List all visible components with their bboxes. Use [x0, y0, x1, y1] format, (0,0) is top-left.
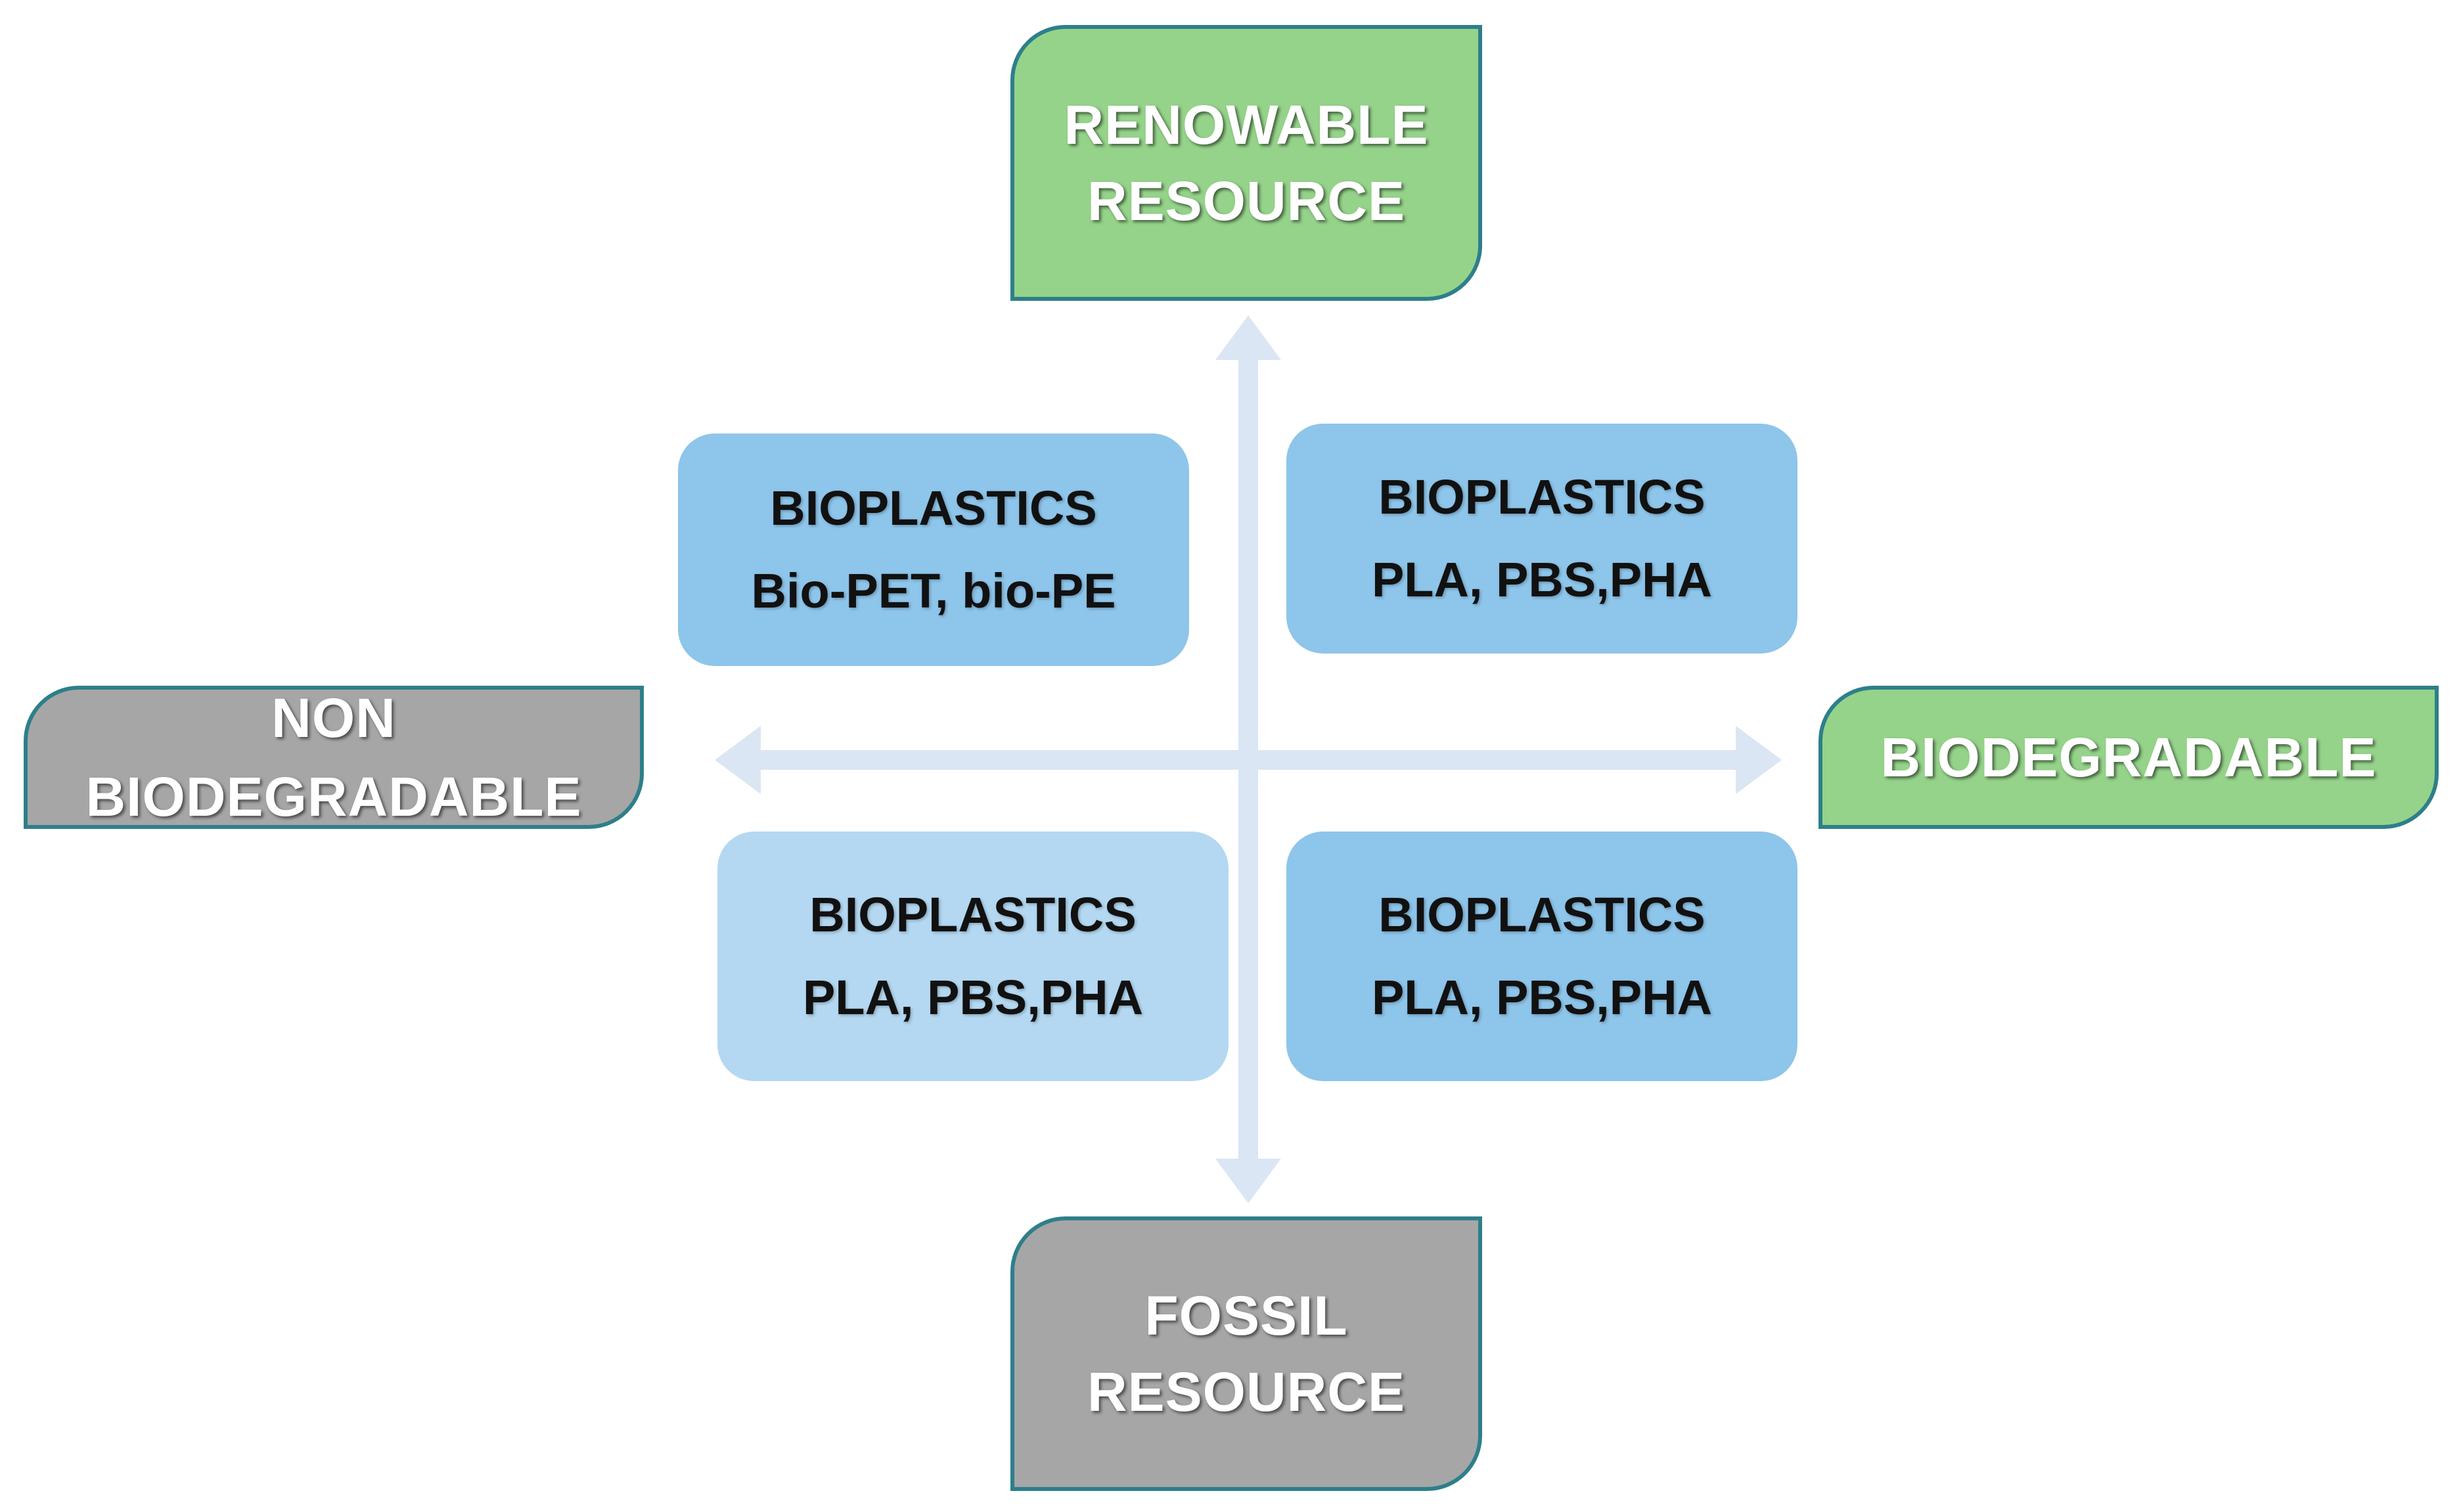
non-biodegradable-label-line-2: BIODEGRADABLE — [85, 766, 582, 828]
quadrant-bottom-right: BIOPLASTICS PLA, PBS,PHA — [1286, 832, 1797, 1081]
quadrant-top-left: BIOPLASTICS Bio-PET, bio-PE — [678, 434, 1189, 666]
quadrant-bottom-right-title: BIOPLASTICS — [1378, 887, 1705, 942]
fossil-resource-label-line-1: FOSSIL — [1144, 1285, 1348, 1346]
quadrant-top-left-title: BIOPLASTICS — [770, 481, 1097, 535]
vertical-axis-up-arrowhead — [1215, 315, 1281, 360]
renewable-resource-label-line-2: RESOURCE — [1087, 170, 1406, 232]
biodegradable-box: BIODEGRADABLE — [1818, 686, 2439, 829]
non-biodegradable-label-line-1: NON — [271, 687, 396, 749]
quadrant-bottom-left: BIOPLASTICS PLA, PBS,PHA — [717, 832, 1229, 1081]
horizontal-axis-shaft — [756, 750, 1741, 770]
quadrant-top-right: BIOPLASTICS PLA, PBS,PHA — [1286, 424, 1797, 654]
quadrant-top-right-examples: PLA, PBS,PHA — [1371, 552, 1713, 607]
horizontal-axis-left-arrowhead — [715, 726, 761, 794]
biodegradable-label: BIODEGRADABLE — [1880, 726, 2377, 788]
renewable-resource-label-line-1: RENOWABLE — [1064, 94, 1429, 156]
renewable-resource-box: RENOWABLE RESOURCE — [1010, 25, 1482, 301]
fossil-resource-box: FOSSIL RESOURCE — [1010, 1216, 1482, 1491]
quadrant-top-left-examples: Bio-PET, bio-PE — [751, 564, 1116, 618]
fossil-resource-label-line-2: RESOURCE — [1087, 1361, 1406, 1423]
quadrant-top-right-title: BIOPLASTICS — [1378, 470, 1705, 524]
quadrant-bottom-left-title: BIOPLASTICS — [809, 887, 1137, 942]
horizontal-axis-right-arrowhead — [1736, 726, 1782, 794]
quadrant-bottom-right-examples: PLA, PBS,PHA — [1371, 970, 1713, 1025]
vertical-axis-down-arrowhead — [1215, 1159, 1281, 1203]
quadrant-bottom-left-examples: PLA, PBS,PHA — [802, 970, 1144, 1025]
non-biodegradable-box: NON BIODEGRADABLE — [24, 686, 644, 829]
